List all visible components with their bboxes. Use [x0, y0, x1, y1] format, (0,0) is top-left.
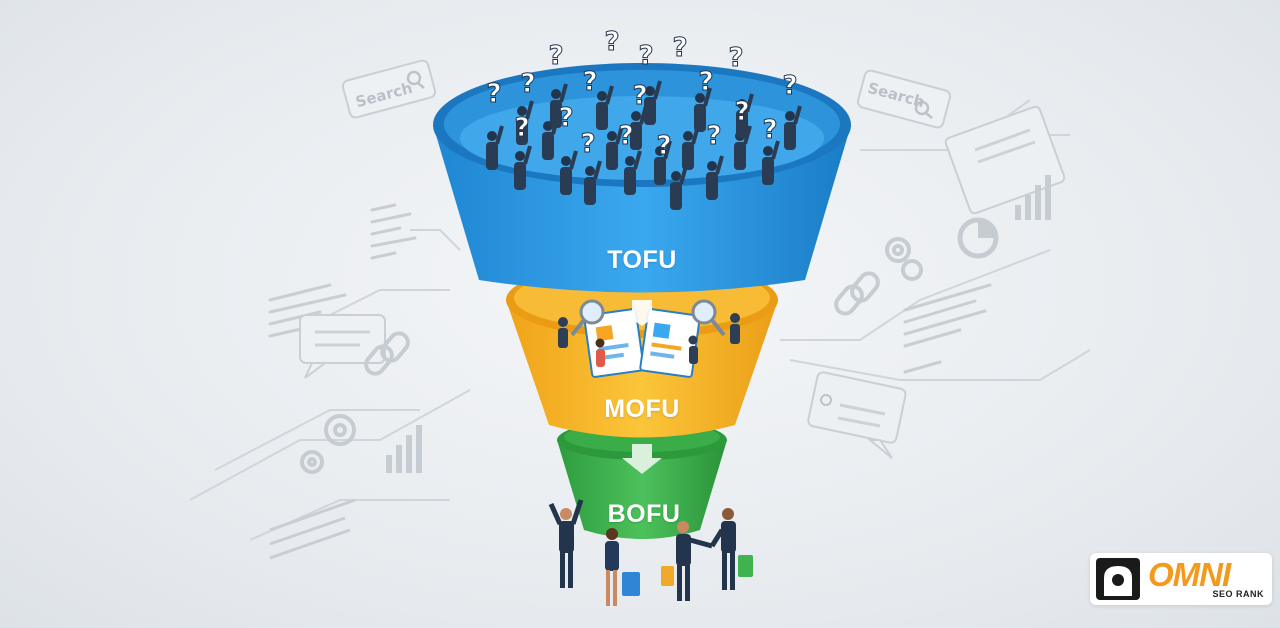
question-mark-icon: ? [486, 79, 501, 109]
logo-tagline: SEO RANK [1212, 589, 1264, 599]
customer-shopper [605, 528, 640, 606]
question-mark-icon: ? [734, 97, 749, 127]
code-lines-right [905, 285, 990, 372]
gear-icon [302, 416, 354, 472]
question-mark-icon: ? [582, 67, 597, 97]
question-mark-icon: ? [558, 103, 573, 133]
gear-icon [887, 239, 921, 279]
speech-bubble-icon [300, 315, 385, 378]
question-mark-icon: ? [514, 113, 529, 143]
question-mark-icon: ? [638, 41, 653, 71]
shopping-bag-icon [661, 566, 674, 586]
question-mark-icon: ? [698, 67, 713, 97]
question-mark-icon: ? [782, 71, 797, 101]
pie-chart-icon [960, 220, 996, 256]
omni-seo-rank-logo: OMNI SEO RANK [1090, 553, 1272, 605]
question-mark-icon: ? [706, 121, 721, 151]
speech-bubble-icon [807, 371, 906, 458]
stage-label-mofu: MOFU [604, 395, 680, 424]
question-mark-icon: ? [618, 121, 633, 151]
link-icon [832, 270, 881, 318]
question-mark-icon: ? [762, 115, 777, 145]
question-mark-icon: ? [580, 129, 595, 159]
question-mark-icon: ? [520, 69, 535, 99]
logo-mark-icon [1096, 558, 1140, 600]
document-lines [270, 500, 355, 558]
question-mark-icon: ? [728, 43, 743, 73]
shopping-bag-icon [622, 572, 640, 596]
shopping-bag-icon [738, 555, 753, 577]
question-mark-icon: ? [604, 27, 619, 57]
customer-cheering [551, 500, 581, 588]
question-mark-icon: ? [632, 81, 647, 111]
stage-label-bofu: BOFU [608, 500, 681, 529]
question-mark-icon: ? [656, 131, 671, 161]
bar-chart-icon [386, 425, 422, 473]
question-mark-icon: ? [672, 33, 687, 63]
question-mark-icon: ? [548, 41, 563, 71]
stage-label-tofu: TOFU [607, 246, 677, 275]
